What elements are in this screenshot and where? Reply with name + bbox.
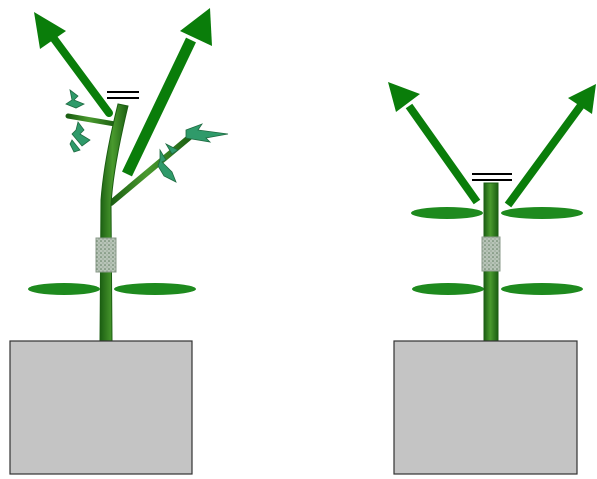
plant-right	[388, 82, 596, 474]
side-branch	[111, 136, 191, 203]
serrated-leaf	[186, 124, 228, 142]
serrated-leaf	[158, 144, 178, 182]
graft-band	[96, 238, 116, 272]
oval-leaf	[501, 283, 583, 295]
stem	[100, 104, 128, 341]
pot	[394, 341, 577, 474]
oval-leaf	[28, 283, 100, 295]
pot	[10, 341, 192, 474]
cut-mark	[107, 92, 139, 98]
cut-mark	[472, 174, 512, 180]
oval-leaf	[114, 283, 196, 295]
oval-leaf	[412, 283, 484, 295]
oval-leaf	[411, 207, 483, 219]
graft-band	[482, 237, 500, 271]
growth-arrow	[388, 82, 477, 202]
side-branch	[68, 116, 115, 124]
plant-left	[10, 8, 228, 474]
growth-arrow	[508, 84, 596, 205]
oval-leaf	[501, 207, 583, 219]
